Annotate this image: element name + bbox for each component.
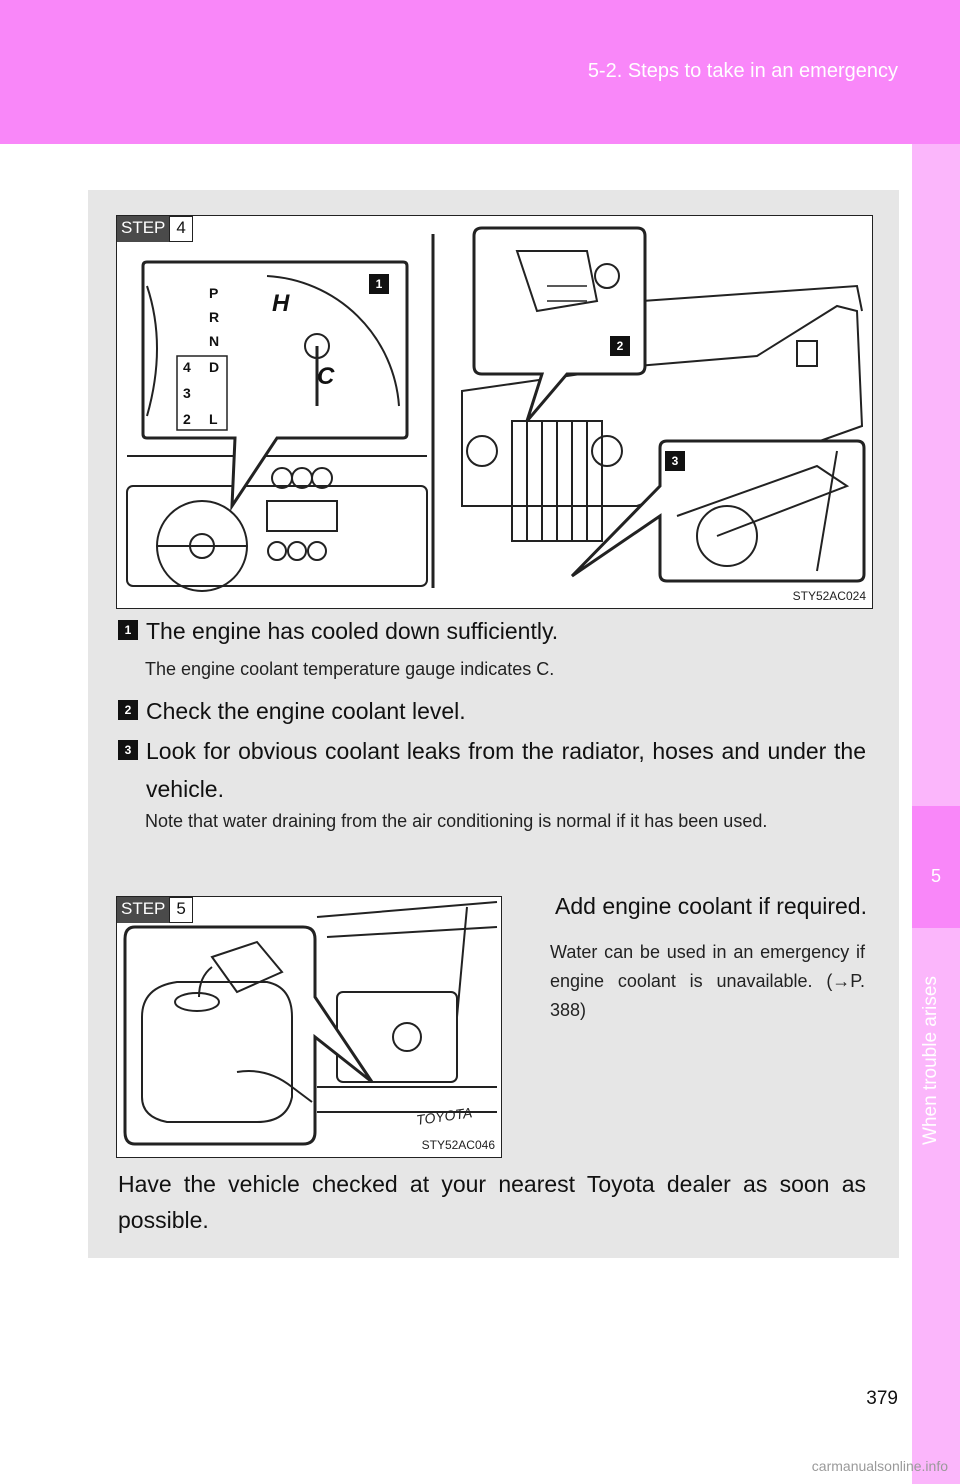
item1-text: The engine has cooled down sufficiently. <box>146 618 559 644</box>
step5-figure: TOYOTA STEP 5 STY52AC046 <box>116 896 502 1158</box>
callout-2: 2 <box>610 336 630 356</box>
step4-item-2: 2 Check the engine coolant level. <box>118 692 868 730</box>
shift-l: L <box>209 411 218 427</box>
step4-item1-note: The engine coolant temperature gauge ind… <box>145 659 555 679</box>
chapter-number: 5 <box>930 866 941 886</box>
item2-badge: 2 <box>118 700 138 720</box>
step5-heading: Add engine coolant if required. <box>555 893 867 919</box>
underbody-callout <box>570 439 866 583</box>
pouring-callout <box>123 925 374 1146</box>
step5-figure-code: STY52AC046 <box>421 1138 495 1152</box>
step4-item-1: 1 The engine has cooled down sufficientl… <box>118 612 868 650</box>
gear-4: 4 <box>183 359 191 375</box>
gauge-callout: H C P R N D L 4 3 2 <box>141 260 409 512</box>
step5-note: Water can be used in an emergency if eng… <box>550 942 865 1020</box>
shift-r: R <box>209 309 219 325</box>
step4-tag: STEP 4 <box>117 216 193 242</box>
step5-step-number: 5 <box>169 897 193 923</box>
step4-figure-code: STY52AC024 <box>792 589 866 603</box>
step4-item-3: 3 Look for obvious coolant leaks from th… <box>118 732 868 812</box>
item2-text: Check the engine coolant level. <box>146 698 466 724</box>
shift-d: D <box>209 359 219 375</box>
step4-item3-note: Note that water draining from the air co… <box>145 811 768 831</box>
shift-p: P <box>209 285 218 301</box>
page-header: 5-2. Steps to take in an emergency <box>0 0 960 144</box>
item3-badge: 3 <box>118 740 138 760</box>
step5-illustration: TOYOTA <box>123 901 498 1146</box>
gear-3: 3 <box>183 385 191 401</box>
coolant-reservoir-callout <box>472 226 647 422</box>
shift-n: N <box>209 333 219 349</box>
section-title: 5-2. Steps to take in an emergency <box>587 60 898 82</box>
step4-step-label: STEP <box>117 216 170 242</box>
gear-2: 2 <box>183 411 191 427</box>
toyota-logo-text: TOYOTA <box>415 1104 473 1128</box>
gauge-hot-label: H <box>272 290 290 317</box>
step5-tag: STEP 5 <box>117 897 193 923</box>
step4-step-number: 4 <box>169 216 193 242</box>
chapter-label: When trouble arises <box>920 976 941 1145</box>
step4-figure: H C P R N D L 4 3 2 <box>116 215 873 609</box>
step4-illustration: H C P R N D L 4 3 2 <box>126 226 866 592</box>
watermark: carmanualsonline.info <box>811 1458 948 1474</box>
closing-paragraph: Have the vehicle checked at your nearest… <box>118 1171 866 1233</box>
step5-step-label: STEP <box>117 897 170 923</box>
item3-text: Look for obvious coolant leaks from the … <box>146 738 866 802</box>
page-number: 379 <box>866 1388 898 1409</box>
callout-1: 1 <box>369 274 389 294</box>
item1-badge: 1 <box>118 620 138 640</box>
chapter-number-box <box>912 806 960 928</box>
callout-3: 3 <box>665 451 685 471</box>
gauge-cold-label: C <box>317 363 335 390</box>
